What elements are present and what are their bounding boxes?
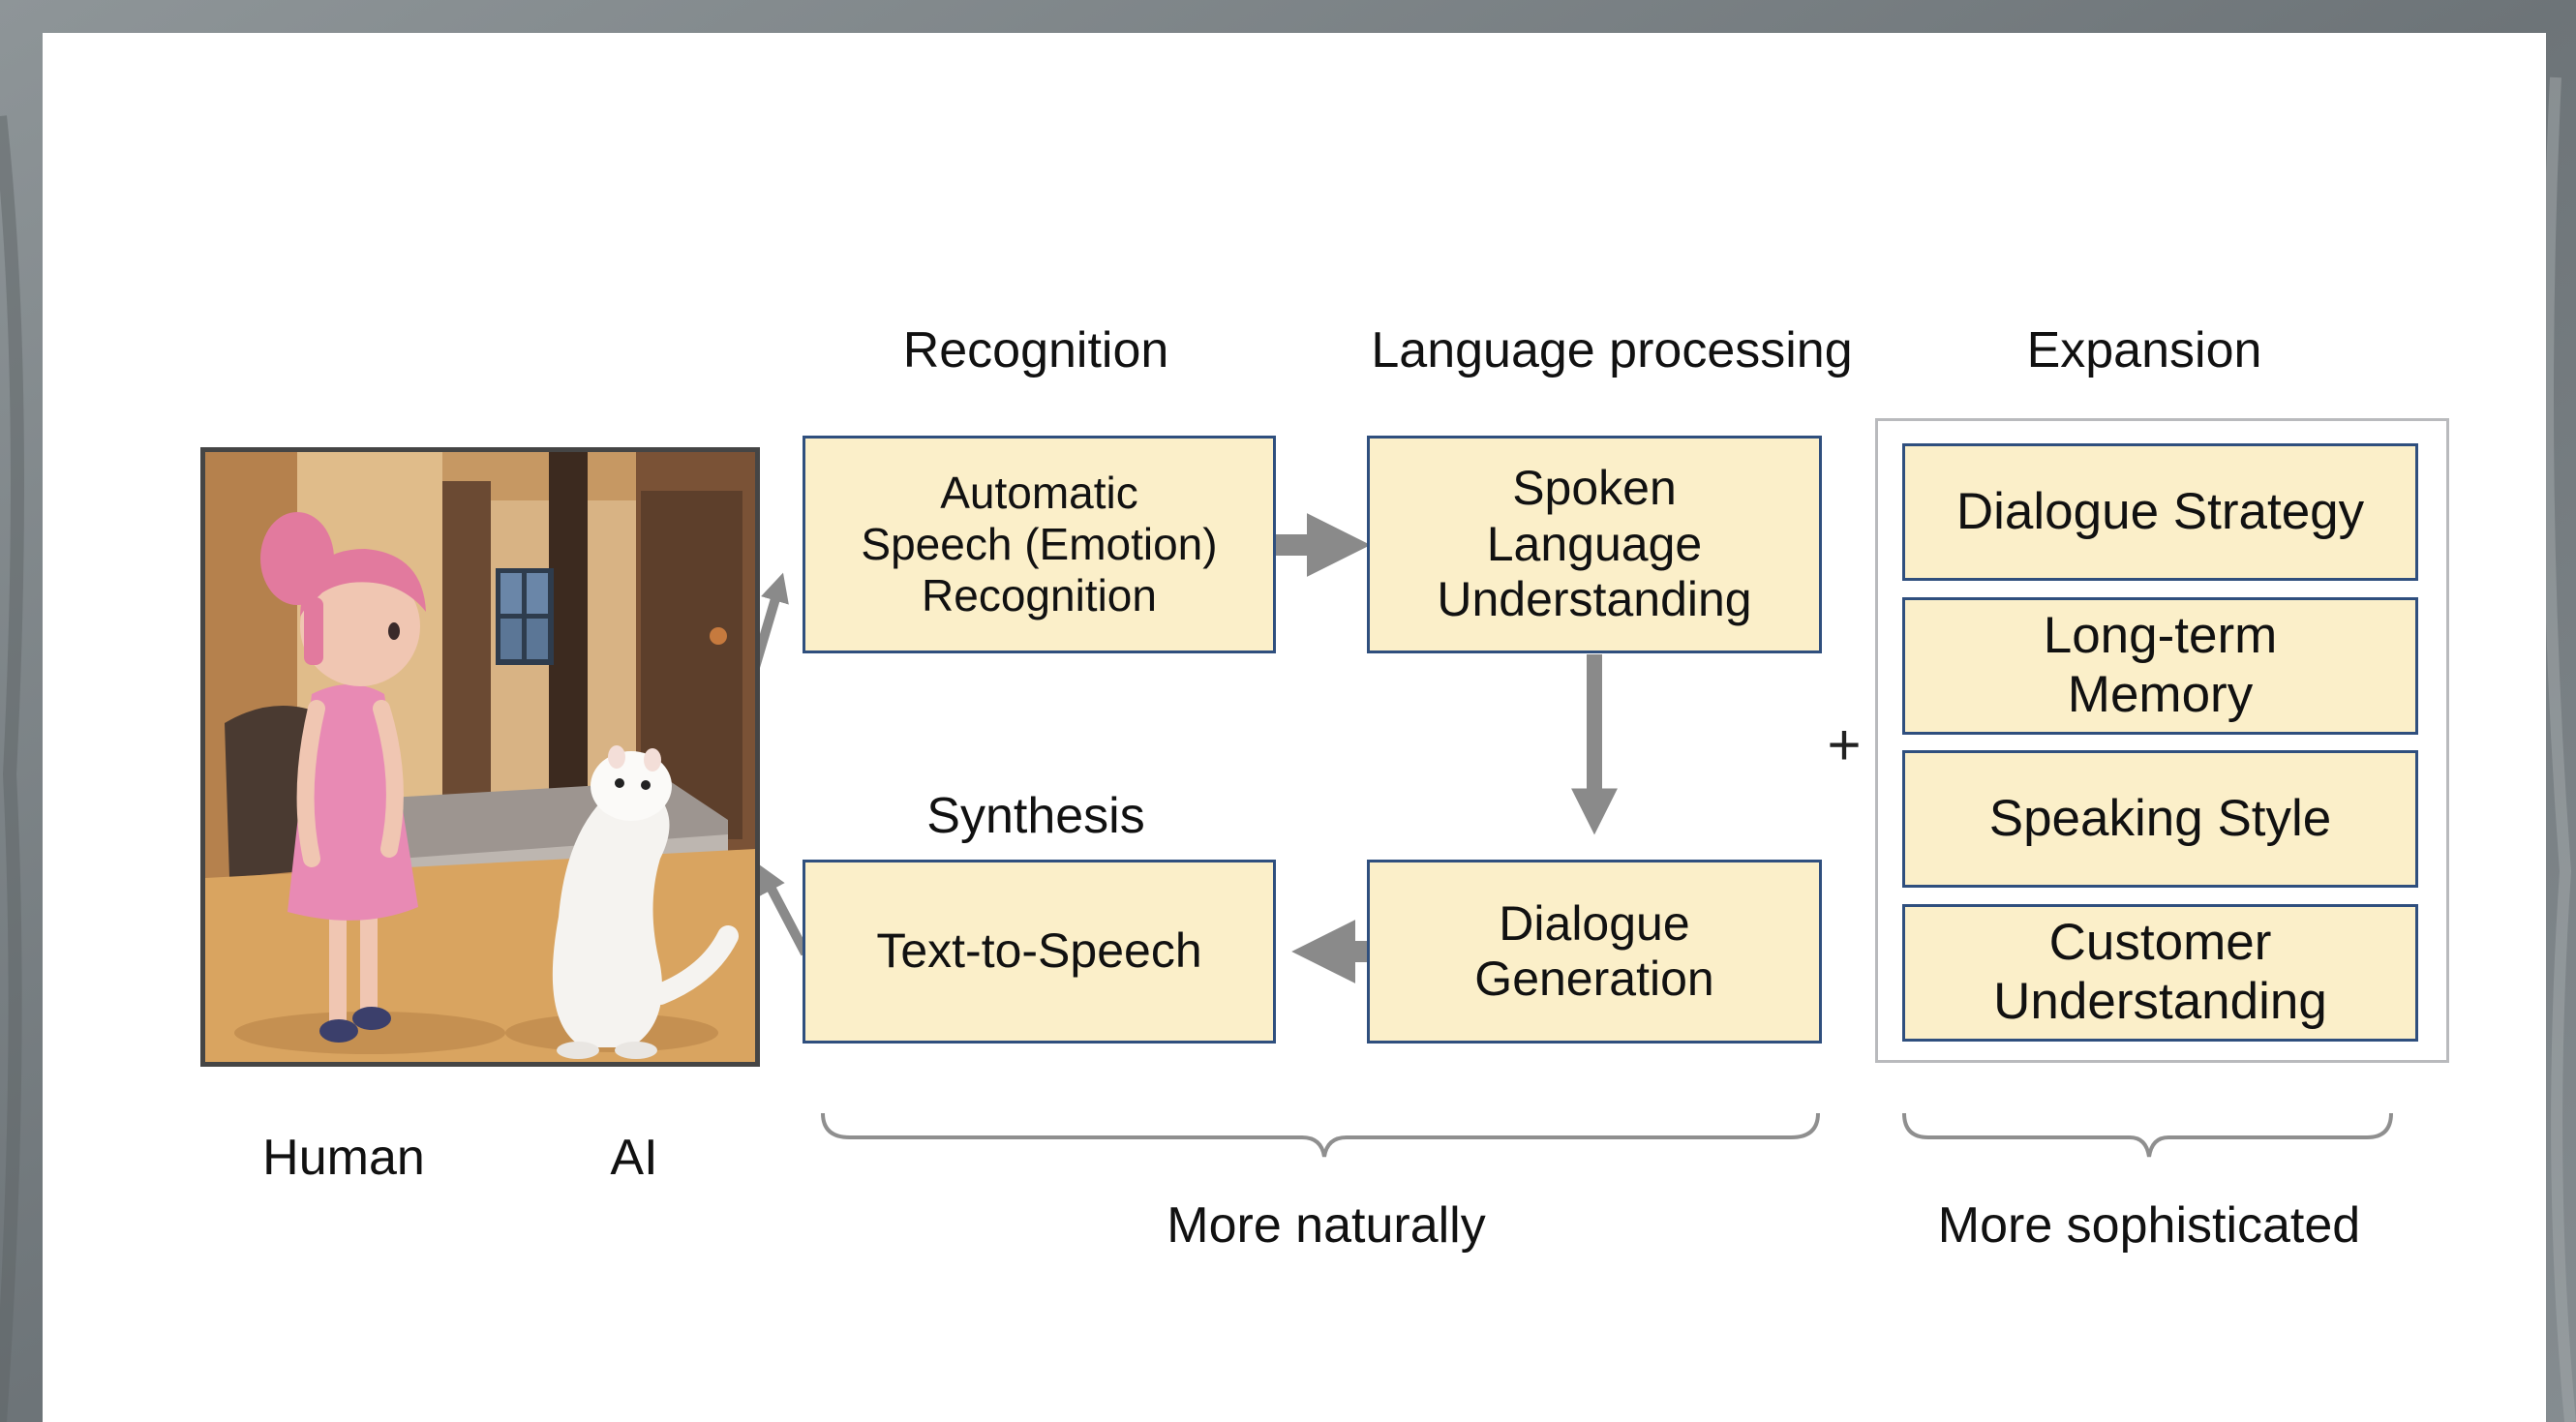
box-spoken-language-understanding: Spoken Language Understanding — [1367, 436, 1822, 653]
expansion-item-long-term-memory: Long-term Memory — [1902, 597, 2418, 735]
girl-and-ferret-illustration — [205, 452, 755, 1062]
expansion-item-dialogue-strategy: Dialogue Strategy — [1902, 443, 2418, 581]
plus-sign: + — [1827, 712, 1862, 777]
heading-language-processing: Language processing — [1371, 322, 1853, 378]
box-text-to-speech: Text-to-Speech — [803, 860, 1276, 1044]
heading-synthesis: Synthesis — [926, 788, 1145, 844]
brace-more-naturally — [821, 1112, 1820, 1158]
expansion-item-customer-understanding: Customer Understanding — [1902, 904, 2418, 1042]
heading-recognition: Recognition — [902, 322, 1169, 378]
arrow-tts-to-scene — [758, 863, 810, 956]
box-speech-recognition: Automatic Speech (Emotion) Recognition — [803, 436, 1276, 653]
label-human: Human — [262, 1130, 425, 1186]
brace-more-sophisticated — [1902, 1112, 2393, 1158]
box-dialogue-generation: Dialogue Generation — [1367, 860, 1822, 1044]
expansion-item-speaking-style: Speaking Style — [1902, 750, 2418, 888]
illustration-scene — [200, 447, 760, 1067]
label-ai: AI — [610, 1130, 658, 1186]
caption-more-sophisticated: More sophisticated — [1937, 1197, 2361, 1254]
heading-expansion: Expansion — [2026, 322, 2262, 378]
caption-more-naturally: More naturally — [1167, 1197, 1486, 1254]
